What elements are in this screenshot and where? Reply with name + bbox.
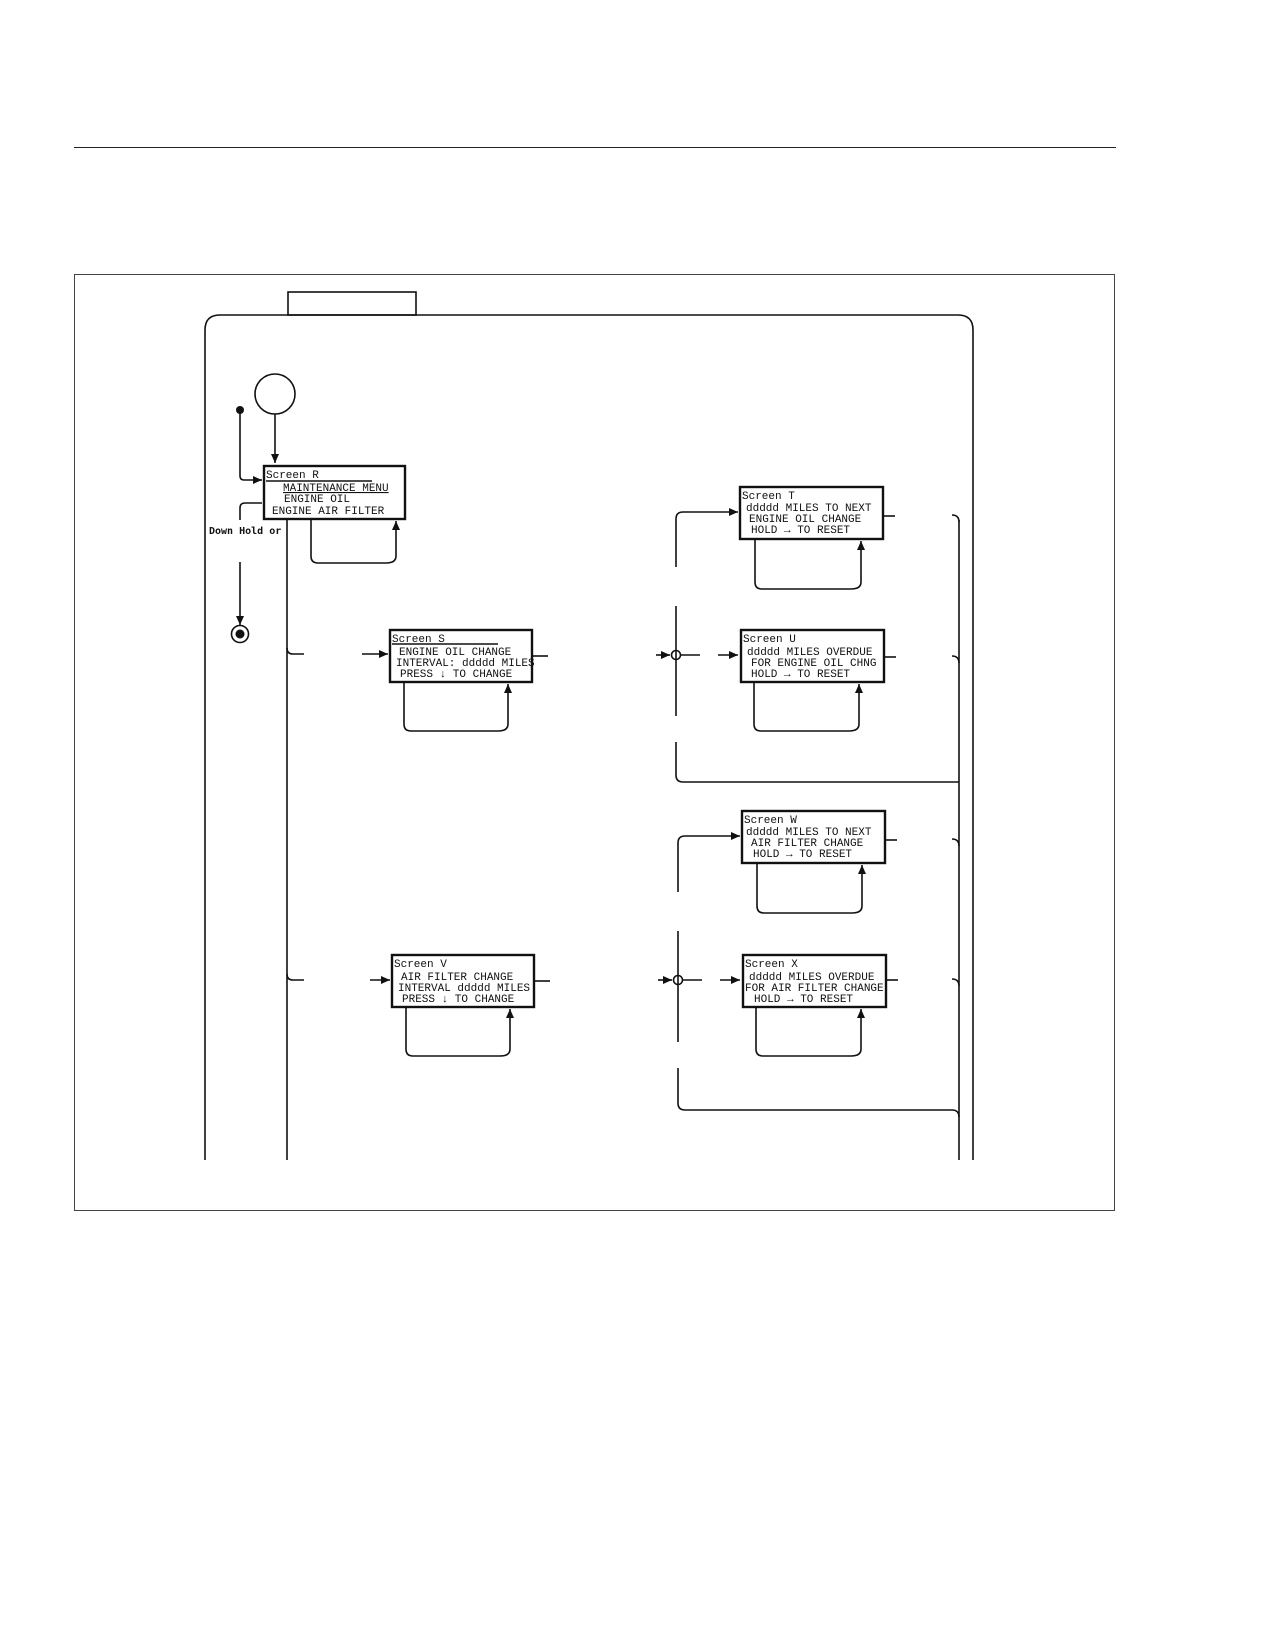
right-tick-w [951, 838, 960, 847]
final-state-inner [235, 629, 245, 639]
right-tick-x [951, 978, 960, 987]
screen-s-line2: INTERVAL: ddddd MILES [396, 658, 535, 670]
screen-r-title: Screen R [266, 470, 319, 482]
screen-u-line1: ddddd MILES OVERDUE [747, 647, 873, 659]
screen-x-title: Screen X [745, 959, 798, 971]
air-return-line [677, 1068, 960, 1118]
final-state-outer [230, 624, 250, 644]
screen-v-box [390, 953, 536, 1009]
right-tick-u [951, 655, 960, 664]
screen-v-self-loop [405, 1007, 514, 1057]
screen-r-line3: ENGINE AIR FILTER [272, 506, 385, 518]
screen-x-line1: ddddd MILES OVERDUE [749, 972, 875, 984]
screen-t-line2: ENGINE OIL CHANGE [749, 514, 862, 526]
bus-tick-s [286, 647, 304, 655]
header-rule [74, 147, 1116, 148]
superstate-tab [287, 291, 417, 316]
figure-frame [74, 274, 1115, 1211]
screen-w-box [740, 809, 887, 865]
screen-r-line2: ENGINE OIL [284, 494, 350, 506]
screen-w-self-loop [756, 863, 866, 914]
screen-t-line3: HOLD → TO RESET [751, 525, 850, 537]
screen-x-self-loop [755, 1007, 865, 1057]
screen-t-box [738, 485, 885, 541]
screen-r-box [262, 464, 407, 521]
right-bus-cap [951, 514, 960, 523]
exit-line-top [239, 502, 262, 520]
screen-w-line3: HOLD → TO RESET [753, 849, 852, 861]
screen-v-line1: AIR FILTER CHANGE [401, 972, 514, 984]
screen-u-line2: FOR ENGINE OIL CHNG [751, 658, 876, 670]
screen-s-self-loop [403, 682, 512, 732]
screen-s-line3: PRESS ↓ TO CHANGE [400, 669, 513, 681]
screen-u-title: Screen U [743, 634, 796, 646]
screen-v-line2: INTERVAL ddddd MILES [398, 983, 530, 995]
initial-transition [239, 410, 262, 484]
screen-s-line1: ENGINE OIL CHANGE [399, 647, 512, 659]
oil-return-line [675, 742, 959, 783]
screen-v-title: Screen V [394, 959, 447, 971]
screen-x-line3: HOLD → TO RESET [754, 994, 853, 1006]
screen-w-title: Screen W [744, 815, 797, 827]
screen-r-line1: MAINTENANCE MENU [283, 483, 389, 495]
screen-t-title: Screen T [742, 491, 795, 503]
screen-t-self-loop [754, 539, 865, 590]
screen-v-line3: PRESS ↓ TO CHANGE [402, 994, 515, 1006]
down-hold-label: Down Hold or [209, 526, 281, 537]
screen-w-in-arrow [677, 832, 740, 892]
entry-circle [254, 373, 296, 415]
screen-r-self-loop [310, 519, 400, 564]
screen-u-self-loop [753, 682, 863, 732]
screen-t-in-arrow [675, 508, 738, 567]
screen-s-title: Screen S [392, 634, 445, 646]
screen-u-line3: HOLD → TO RESET [751, 669, 850, 681]
superstate-border [204, 314, 974, 1160]
screen-x-line2: FOR AIR FILTER CHANGE [745, 983, 884, 995]
bus-tick-v [286, 973, 304, 981]
screen-x-box [741, 953, 888, 1009]
screen-w-line1: ddddd MILES TO NEXT [746, 827, 872, 839]
screen-w-line2: AIR FILTER CHANGE [751, 838, 864, 850]
screen-u-box [739, 628, 886, 684]
screen-t-line1: ddddd MILES TO NEXT [746, 503, 872, 515]
